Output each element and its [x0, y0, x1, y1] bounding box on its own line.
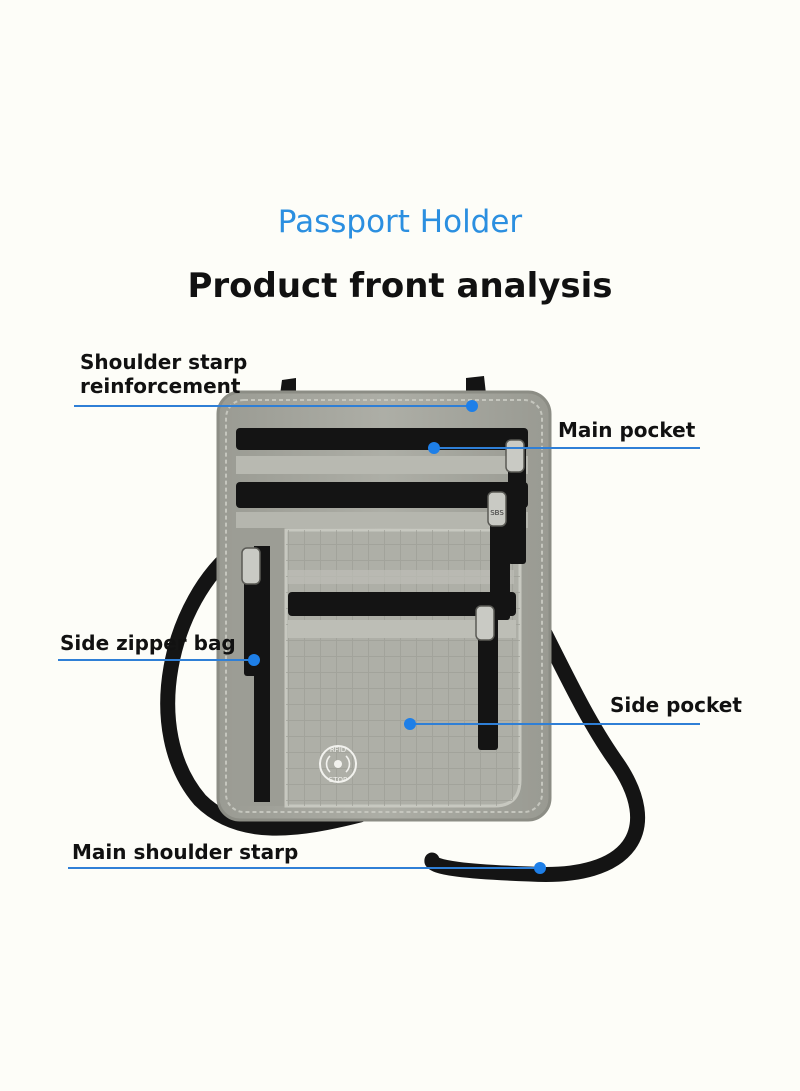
rfid-badge: RFID STOP	[319, 745, 357, 784]
callout-dot-main-shoulder-strap	[534, 862, 546, 874]
callout-strap-reinforcement-line1: Shoulder starp	[80, 350, 248, 374]
rfid-badge-bottom: STOP	[329, 776, 347, 784]
callout-line-main-pocket	[436, 447, 700, 449]
main-pocket-zipper-top	[236, 428, 528, 450]
callout-line-main-shoulder-strap	[68, 867, 540, 869]
main-shoulder-strap	[160, 540, 368, 836]
rfid-badge-top: RFID	[330, 746, 346, 754]
side-pocket-zipper	[288, 592, 516, 616]
callout-main-shoulder-strap: Main shoulder starp	[72, 840, 299, 864]
callout-line-strap-reinforcement	[74, 405, 472, 407]
zipper-brand-tag: SBS	[490, 509, 504, 517]
product-title: Passport Holder	[277, 204, 523, 240]
callout-side-pocket: Side pocket	[610, 693, 742, 717]
callout-side-zipper-bag: Side zipper bag	[60, 631, 236, 655]
callout-dot-main-pocket	[428, 442, 440, 454]
callout-line-side-zipper-bag	[58, 659, 254, 661]
callout-dot-side-pocket	[404, 718, 416, 730]
callout-dot-strap-reinforcement	[466, 400, 478, 412]
callout-strap-reinforcement-line2: reinforcement	[80, 374, 241, 398]
callout-dot-side-zipper-bag	[248, 654, 260, 666]
callout-main-pocket: Main pocket	[558, 418, 696, 442]
product-subtitle: Product front analysis	[187, 266, 613, 306]
callout-line-side-pocket	[412, 723, 700, 725]
main-pocket-zipper-2	[236, 482, 528, 508]
